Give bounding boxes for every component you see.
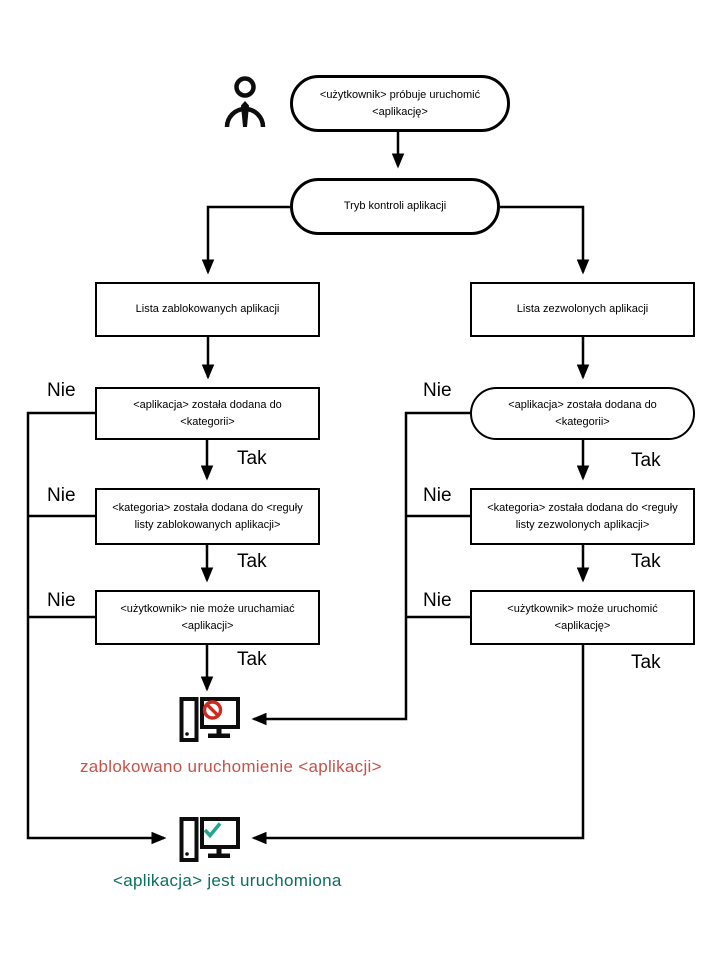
edge-left-nie-rail	[26, 411, 167, 845]
edge-label-yes-right-3: Tak	[631, 652, 661, 673]
edge-label-no-left-3: Nie	[47, 590, 76, 611]
node-right-user-can-run: <użytkownik> może uruchomić <aplikację>	[470, 590, 695, 645]
edge-label-yes-right-2: Tak	[631, 551, 661, 572]
node-left-app-added-label: <aplikacja> została dodana do <kategorii…	[133, 399, 282, 428]
edge-label-yes-left-3: Tak	[237, 649, 267, 670]
node-right-user-can-run-label: <użytkownik> może uruchomić <aplikację>	[507, 603, 658, 632]
node-left-category-added: <kategoria> została dodana do <reguły li…	[95, 488, 320, 545]
edge-right-nie-rail-to-blocked-icon	[251, 411, 470, 726]
edge-mode-to-allowed-list	[500, 205, 590, 275]
result-running-text: <aplikacja> jest uruchomiona	[113, 871, 342, 890]
edge-label-no-right-2: Nie	[423, 485, 452, 506]
check-mark	[203, 822, 222, 839]
prohibition-sign	[202, 700, 223, 720]
node-right-category-added-label: <kategoria> została dodana do <reguły li…	[487, 502, 678, 531]
edge-label-yes-left-1: Tak	[237, 448, 267, 469]
node-left-category-added-label: <kategoria> została dodana do <reguły li…	[112, 502, 303, 531]
node-control-mode: Tryb kontroli aplikacji	[290, 178, 500, 235]
result-blocked-text: zablokowano uruchomienie <aplikacji>	[80, 757, 382, 776]
person-icon	[224, 76, 266, 128]
edge-label-no-right-3: Nie	[423, 590, 452, 611]
node-start-label: <użytkownik> próbuje uruchomić <aplikacj…	[319, 89, 481, 118]
edge-label-yes-right-1: Tak	[631, 450, 661, 471]
node-control-mode-label: Tryb kontroli aplikacji	[343, 200, 447, 213]
edge-right-tak-3-to-running-icon	[251, 645, 585, 845]
node-right-app-added: <aplikacja> została dodana do <kategorii…	[470, 387, 695, 440]
node-left-app-added: <aplikacja> została dodana do <kategorii…	[95, 387, 320, 440]
node-blocked-list-label: Lista zablokowanych aplikacji	[135, 303, 280, 316]
edge-label-no-right-1: Nie	[423, 380, 452, 401]
edge-label-no-left-1: Nie	[47, 380, 76, 401]
node-right-app-added-label: <aplikacja> została dodana do <kategorii…	[508, 399, 657, 428]
node-left-user-cannot-run-label: <użytkownik> nie może uruchamiać <aplika…	[120, 603, 295, 632]
edge-mode-to-blocked-list	[201, 205, 290, 275]
node-left-user-cannot-run: <użytkownik> nie może uruchamiać <aplika…	[95, 590, 320, 645]
edge-label-yes-left-2: Tak	[237, 551, 267, 572]
computer-blocked-icon	[179, 697, 240, 742]
edge-label-no-left-2: Nie	[47, 485, 76, 506]
node-allowed-list: Lista zezwolonych aplikacji	[470, 282, 695, 337]
node-right-category-added: <kategoria> została dodana do <reguły li…	[470, 488, 695, 545]
computer-check-icon	[179, 817, 240, 862]
node-blocked-list: Lista zablokowanych aplikacji	[95, 282, 320, 337]
node-allowed-list-label: Lista zezwolonych aplikacji	[516, 303, 649, 316]
node-start: <użytkownik> próbuje uruchomić <aplikacj…	[290, 75, 510, 132]
